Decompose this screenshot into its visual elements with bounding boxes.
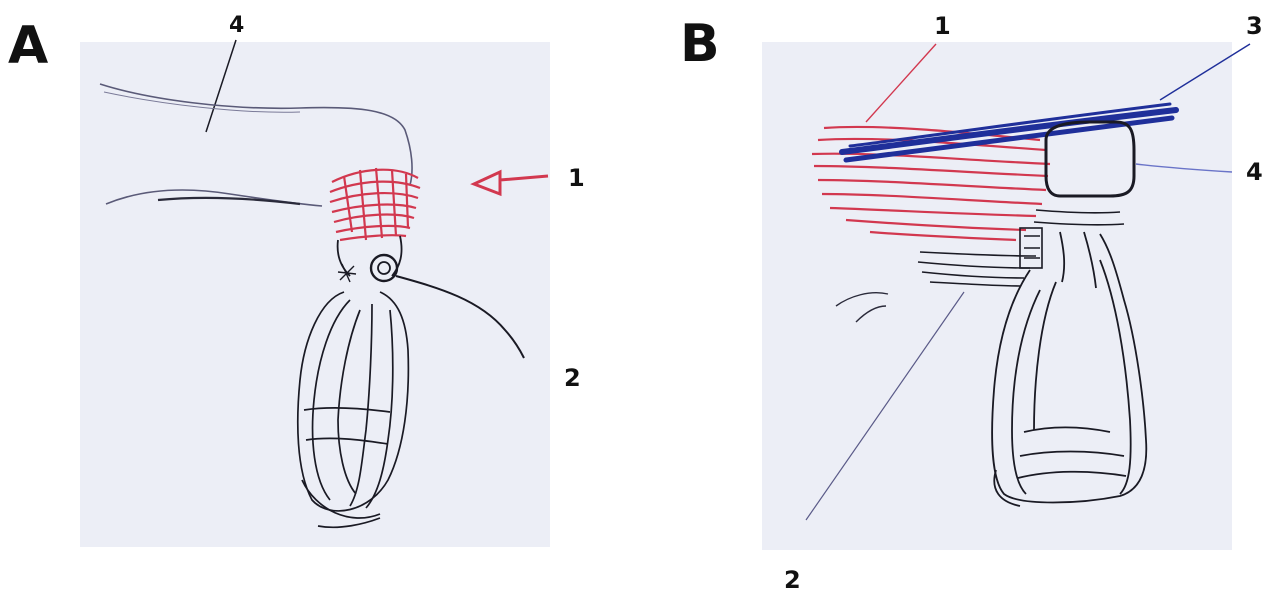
panel-b-curve-left xyxy=(836,293,888,322)
panel-a-star xyxy=(338,264,356,282)
panel-b-blue-bar xyxy=(842,104,1176,160)
panel-a-upper-outline xyxy=(100,84,412,185)
panel-b-label-4: 4 xyxy=(1246,158,1263,186)
panel-b-pouch xyxy=(992,232,1146,506)
panel-b-label-2: 2 xyxy=(784,566,801,594)
panel-a-knot xyxy=(371,255,397,281)
panel-a-pouch xyxy=(298,292,409,527)
panel-a-leader-2 xyxy=(396,276,524,358)
panel-b-leader-4 xyxy=(1136,164,1232,172)
panel-a-upper-outline-2 xyxy=(104,92,300,112)
panel-b-black-band xyxy=(918,210,1124,286)
panel-a-leader-4 xyxy=(206,40,236,132)
panel-a-label-2: 2 xyxy=(564,364,581,392)
panel-a-neck xyxy=(338,236,402,276)
panel-a-label-4: 4 xyxy=(229,13,244,38)
panel-b-leader-2 xyxy=(806,292,964,520)
panel-a-arrow-1 xyxy=(474,172,548,194)
panel-a-lower-outline-dark xyxy=(158,198,300,204)
panel-b-label-3: 3 xyxy=(1246,12,1263,40)
panel-a-red-region xyxy=(330,168,420,240)
panel-b-red-region xyxy=(812,127,1050,240)
panel-b-leader-3 xyxy=(1160,44,1250,100)
panel-b-leader-1 xyxy=(866,44,936,122)
panel-a-label-1: 1 xyxy=(568,164,585,192)
panel-b-label-1: 1 xyxy=(934,12,951,40)
